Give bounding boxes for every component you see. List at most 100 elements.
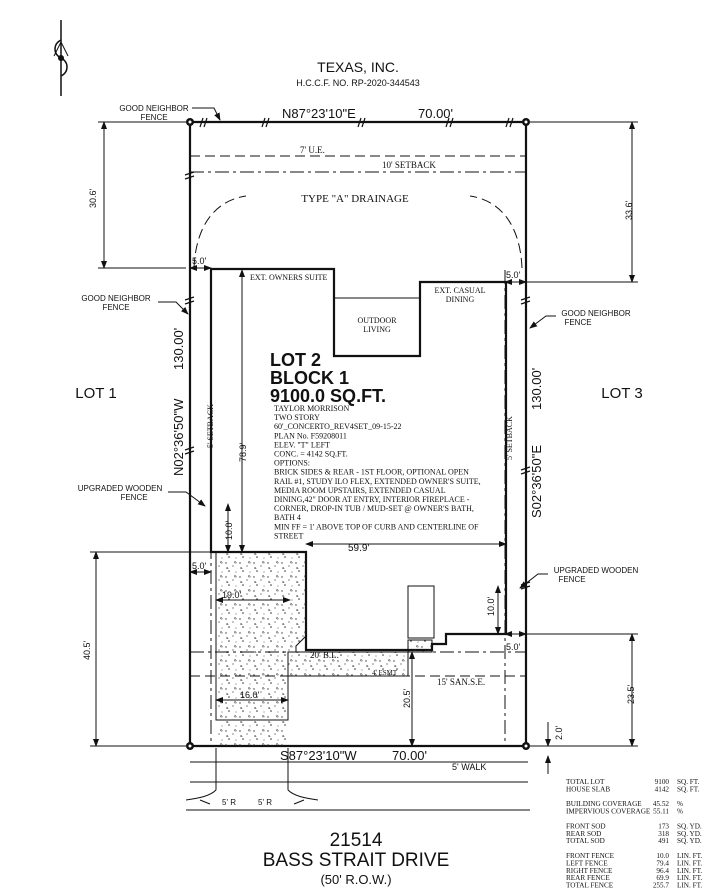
- lot-info-line: MEDIA ROOM UPSTAIRS, EXTENDED CASUAL: [274, 486, 446, 495]
- summary-unit: LIN. FT.: [677, 882, 702, 890]
- hccf-number: H.C.C.F. NO. RP-2020-344543: [296, 78, 420, 88]
- dim-16-0: 16.0': [240, 690, 260, 700]
- summary-unit: LIN. FT.: [677, 859, 702, 867]
- summary-label: HOUSE SLAB: [566, 785, 610, 793]
- fence-callouts: GOOD NEIGHBOR FENCE GOOD NEIGHBOR FENCE …: [78, 104, 639, 589]
- summary-label: TOTAL FENCE: [566, 882, 614, 890]
- summary-unit: SQ. YD.: [677, 830, 702, 838]
- dim-59-9: 59.9': [348, 543, 369, 554]
- lot-info-line: CONC. = 4142 SQ.FT.: [274, 450, 348, 459]
- dim-10-0-left: 10.0': [224, 520, 234, 540]
- summary-label: RIGHT FENCE: [566, 867, 613, 875]
- dim-19-0: 19.0': [222, 590, 242, 600]
- drainage-label: TYPE "A" DRAINAGE: [301, 193, 409, 205]
- corner-monuments: [186, 118, 530, 750]
- north-length: 70.00': [418, 106, 453, 121]
- summary-value: 45.52: [653, 800, 670, 808]
- summary-unit: %: [677, 808, 683, 816]
- lot-number: LOT 2: [270, 350, 321, 370]
- summary-value: 69.9: [656, 874, 669, 882]
- summary-value: 318: [658, 830, 669, 838]
- curb-returns: [185, 789, 319, 801]
- esmt-label: 4' ESMT: [372, 669, 398, 677]
- street-row: (50' R.O.W.): [320, 872, 391, 887]
- dim-5-0-tr: 5.0': [506, 270, 521, 280]
- drainage-arc-right: [469, 195, 523, 269]
- south-bearing: S87°23'10"W: [280, 748, 357, 763]
- summary-label: TOTAL SOD: [566, 837, 605, 845]
- summary-unit: LIN. FT.: [677, 874, 702, 882]
- radius-label-2: 5' R: [258, 798, 272, 807]
- up-fence-right-2: FENCE: [558, 575, 585, 584]
- summary-unit: LIN. FT.: [677, 867, 702, 875]
- summary-label: TOTAL LOT: [566, 778, 605, 786]
- front-setback-label: 10' SETBACK: [382, 160, 436, 170]
- dim-5-0-mr: 5.0': [506, 642, 521, 652]
- gn-fence-right-1: GOOD NEIGHBOR: [561, 309, 631, 318]
- block-number: BLOCK 1: [270, 368, 349, 388]
- dimension-lines: [90, 121, 638, 774]
- dim-23-5: 23.5': [626, 684, 636, 704]
- drive-edges: [215, 748, 289, 790]
- up-fence-right-1: UPGRADED WOODEN: [554, 566, 639, 575]
- ext-casual-label-1: EXT. CASUAL: [435, 286, 486, 295]
- summary-unit: SQ. FT.: [677, 778, 700, 786]
- gn-fence-left-2: FENCE: [102, 303, 129, 312]
- sanse-label: 15' SAN.S.E.: [437, 677, 485, 687]
- bl-label: 20' B.L.: [310, 650, 339, 660]
- dim-10-0-right: 10.0': [486, 596, 496, 616]
- owner-name: TEXAS, INC.: [317, 59, 399, 75]
- west-bearing: N02°36'50"W: [171, 398, 186, 476]
- summary-label: REAR FENCE: [566, 874, 610, 882]
- lot-info-line: TAYLOR MORRISON: [274, 404, 350, 413]
- summary-value: 9100: [655, 778, 670, 786]
- up-fence-left-2: FENCE: [120, 493, 147, 502]
- summary-label: FRONT SOD: [566, 822, 606, 830]
- summary-value: 55.11: [653, 808, 669, 816]
- porch-box: [407, 585, 435, 639]
- outdoor-label-1: OUTDOOR: [357, 316, 397, 325]
- outdoor-label-2: LIVING: [363, 325, 391, 334]
- west-length: 130.00': [171, 328, 186, 370]
- street-number: 21514: [330, 830, 383, 851]
- lot-info-line: CORNER, DROP-IN TUB / MUD-SET @ OWNER'S …: [274, 504, 474, 513]
- lot-info-block: LOT 2 BLOCK 1 9100.0 SQ.FT. TAYLOR MORRI…: [270, 350, 481, 540]
- summary-label: LEFT FENCE: [566, 859, 608, 867]
- lot-info-line: DINING,42" DOOR AT ENTRY, INTERIOR FIREP…: [274, 495, 470, 504]
- lot-1-label: LOT 1: [75, 385, 116, 402]
- right-setback-label: 5' SETBACK: [505, 416, 514, 460]
- lot-info-line: 60'_CONCERTO_REV4SET_09-15-22: [274, 422, 401, 431]
- dim-2-0: 2.0': [554, 725, 564, 740]
- summary-value: 79.4: [656, 859, 669, 867]
- summary-value: 173: [658, 822, 669, 830]
- lot-info-line: RAIL #1, STUDY ILO FLEX, EXTENDED OWNER'…: [274, 477, 481, 486]
- up-fence-left-1: UPGRADED WOODEN: [78, 484, 163, 493]
- east-bearing: S02°36'50"E: [529, 445, 544, 518]
- summary-unit: SQ. FT.: [677, 785, 700, 793]
- dim-78-9: 78.9': [238, 442, 248, 462]
- ue-label: 7' U.E.: [300, 145, 325, 155]
- summary-unit: SQ. YD.: [677, 822, 702, 830]
- summary-value: 96.4: [656, 867, 669, 875]
- dim-30-6: 30.6': [88, 188, 98, 208]
- east-length: 130.00': [529, 368, 544, 410]
- summary-label: BUILDING COVERAGE: [566, 800, 642, 808]
- dim-20-5: 20.5': [402, 688, 412, 708]
- walk-label: 5' WALK: [452, 762, 486, 772]
- summary-value: 10.0: [656, 852, 669, 860]
- summary-value: 255.7: [653, 882, 670, 890]
- summary-value: 491: [658, 837, 669, 845]
- north-arrow-icon: [53, 20, 69, 96]
- lot-info-line: ELEV. "T" LEFT: [274, 440, 330, 449]
- lot-info-line: BATH 4: [274, 513, 301, 522]
- south-length: 70.00': [392, 748, 427, 763]
- ext-casual-label-2: DINING: [446, 295, 475, 304]
- lot-3-label: LOT 3: [601, 385, 642, 402]
- lot-area: 9100.0 SQ.FT.: [270, 386, 386, 406]
- lot-info-line: TWO STORY: [274, 413, 320, 422]
- fence-marks: [184, 117, 531, 590]
- summary-unit: SQ. YD.: [677, 837, 702, 845]
- driveway-apron: [216, 720, 288, 746]
